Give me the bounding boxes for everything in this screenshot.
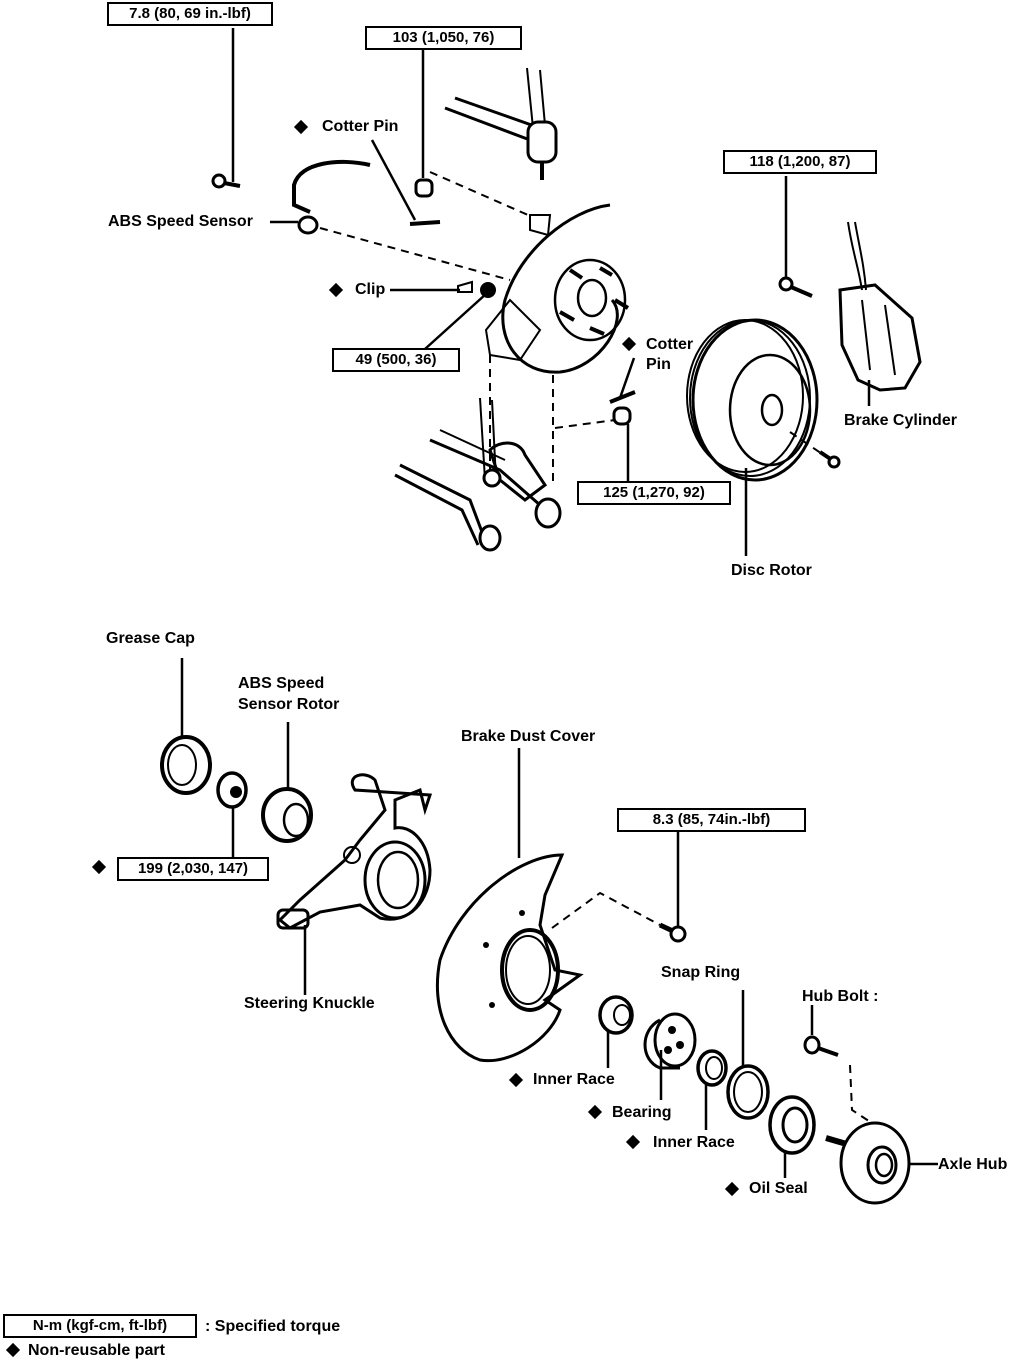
legend-torque-unit-desc: : Specified torque: [205, 1318, 341, 1335]
torque-spec-box: 7.8 (80, 69 in.-lbf): [107, 2, 273, 26]
hub-nut-icon: [216, 771, 248, 809]
part-label-cotter-pin-lower-line1: Cotter: [646, 336, 694, 353]
assembly-line: [319, 227, 511, 281]
part-label-abs-sensor-rotor-line2: Sensor Rotor: [238, 696, 340, 713]
part-label-brake-cylinder: Brake Cylinder: [844, 412, 957, 429]
tie-rod-end-icon: [444, 67, 558, 180]
legend-torque-unit-box: N-m (kgf-cm, ft-lbf): [3, 1314, 197, 1338]
caliper-bolt-icon: [778, 276, 813, 298]
assembly-line: [551, 891, 661, 929]
assembly-line: [554, 419, 616, 429]
rotor-screw-icon: [818, 450, 841, 469]
torque-spec-box: 199 (2,030, 147): [117, 857, 269, 881]
part-label-bearing: Bearing: [612, 1104, 672, 1121]
part-label-inner-race: Inner Race: [653, 1134, 735, 1151]
assembly-line: [849, 1064, 876, 1126]
torque-spec-box: 49 (500, 36): [332, 348, 460, 372]
clip-icon: [457, 280, 496, 298]
steering-knuckle-icon: [276, 773, 433, 930]
inner-race-icon: [696, 1049, 728, 1087]
abs-sensor-bolt-icon: [211, 173, 241, 189]
tie-rod-nut-icon: [414, 178, 434, 198]
part-label-steering-knuckle: Steering Knuckle: [244, 995, 375, 1012]
part-label-clip: Clip: [355, 281, 386, 298]
legend-non-reusable-desc: Non-reusable part: [28, 1342, 165, 1359]
torque-spec-box: 118 (1,200, 87): [723, 150, 877, 174]
part-label-cotter-pin-lower-line2: Pin: [646, 356, 671, 373]
lower-arm-icon: [394, 397, 562, 552]
grease-cap-icon: [160, 735, 212, 795]
brake-dust-cover-icon: [435, 853, 584, 1063]
leader-line: [370, 139, 417, 221]
inner-race-icon: [598, 995, 634, 1035]
hub-bolt-icon: [803, 1035, 839, 1057]
abs-speed-sensor-icon: [292, 159, 371, 235]
part-label-oil-seal: Oil Seal: [749, 1180, 808, 1197]
part-label-axle-hub: Axle Hub: [938, 1156, 1008, 1173]
snap-ring-icon: [726, 1064, 770, 1120]
lower-nut-icon: [609, 390, 636, 426]
axle-hub-icon: [825, 1121, 911, 1205]
assembly-line: [789, 431, 826, 457]
disc-rotor-icon: [686, 318, 819, 482]
cotter-pin-icon: [409, 220, 441, 226]
assembly-line: [429, 171, 529, 216]
leader-line: [618, 357, 636, 399]
part-label-grease-cap: Grease Cap: [106, 630, 195, 647]
bearing-icon: [643, 1012, 697, 1070]
knuckle-assembly-icon: [484, 203, 630, 374]
torque-spec-box: 8.3 (85, 74in.-lbf): [617, 808, 806, 832]
brake-caliper-icon: [838, 221, 922, 392]
part-label-abs-speed-sensor: ABS Speed Sensor: [108, 213, 253, 230]
part-label-cotter-pin: Cotter Pin: [322, 118, 399, 135]
dust-cover-bolt-icon: [658, 922, 687, 943]
oil-seal-icon: [768, 1095, 816, 1155]
torque-spec-box: 103 (1,050, 76): [365, 26, 522, 50]
part-label-disc-rotor: Disc Rotor: [731, 562, 812, 579]
sensor-rotor-icon: [261, 787, 313, 843]
part-label-abs-sensor-rotor-line1: ABS Speed: [238, 675, 325, 692]
part-label-snap-ring: Snap Ring: [661, 964, 741, 981]
torque-spec-box: 125 (1,270, 92): [577, 481, 731, 505]
part-label-brake-dust-cover: Brake Dust Cover: [461, 728, 596, 745]
part-label-inner-race: Inner Race: [533, 1071, 615, 1088]
leader-line: [424, 293, 487, 350]
part-label-hub-bolt: Hub Bolt :: [802, 988, 879, 1005]
